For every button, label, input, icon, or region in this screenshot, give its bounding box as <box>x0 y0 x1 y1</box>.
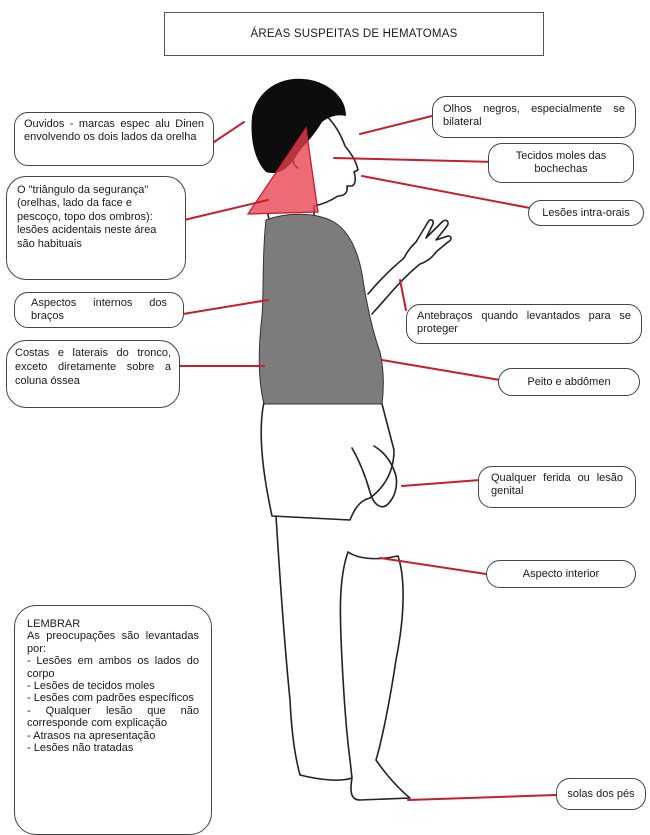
connector-cheeks <box>334 158 496 162</box>
callout-inner-arms: Aspectos internos dos braços <box>14 292 184 328</box>
connector-inner-arms <box>183 300 268 314</box>
remember-item: - Qualquer lesão que não corresponde com… <box>27 705 199 730</box>
raised-arm <box>368 220 451 314</box>
remember-heading: LEMBRAR <box>27 618 199 630</box>
callout-safety-triangle: O "triângulo da segurança" (orelhas, lad… <box>6 176 186 280</box>
callout-black-eyes: Olhos negros, especialmente se bilateral <box>432 96 636 138</box>
connector-forearms <box>400 280 406 310</box>
remember-item: - Lesões de tecidos moles <box>27 680 199 692</box>
connector-lines <box>180 116 556 800</box>
callout-soles: solas dos pés <box>556 778 646 810</box>
remember-item: - Lesões não tratadas <box>27 742 199 754</box>
remember-item: - Lesões em ambos os lados do corpo <box>27 655 199 680</box>
callout-cheeks: Tecidos moles das bochechas <box>488 143 634 183</box>
shirt <box>259 214 383 404</box>
remember-intro: As preocupações são levantadas por: <box>27 630 199 655</box>
callout-forearms: Antebraços quando levantados para se pro… <box>406 304 642 344</box>
connector-black-eyes <box>360 116 432 134</box>
callout-chest: Peito e abdômen <box>498 368 640 396</box>
remember-item: - Lesões com padrões específicos <box>27 692 199 704</box>
remember-item: - Atrasos na apresentação <box>27 730 199 742</box>
lower-hand <box>352 446 397 507</box>
connector-soles <box>408 795 556 800</box>
callout-back-sides: Costas e laterais do tronco, exceto dire… <box>6 340 180 408</box>
connector-ears <box>214 122 244 142</box>
callout-ears: Ouvidos - marcas espec alu Dinen envolve… <box>14 112 214 166</box>
callout-genital: Qualquer ferida ou lesão genital <box>478 466 636 508</box>
connector-inner-aspect <box>380 558 486 574</box>
callout-intra-oral: Lesões intra-orais <box>528 200 644 226</box>
connector-genital <box>402 480 480 486</box>
remember-box: LEMBRAR As preocupações são levantadas p… <box>14 605 212 835</box>
connector-chest <box>382 360 500 380</box>
callout-inner-aspect: Aspecto interior <box>486 560 636 588</box>
